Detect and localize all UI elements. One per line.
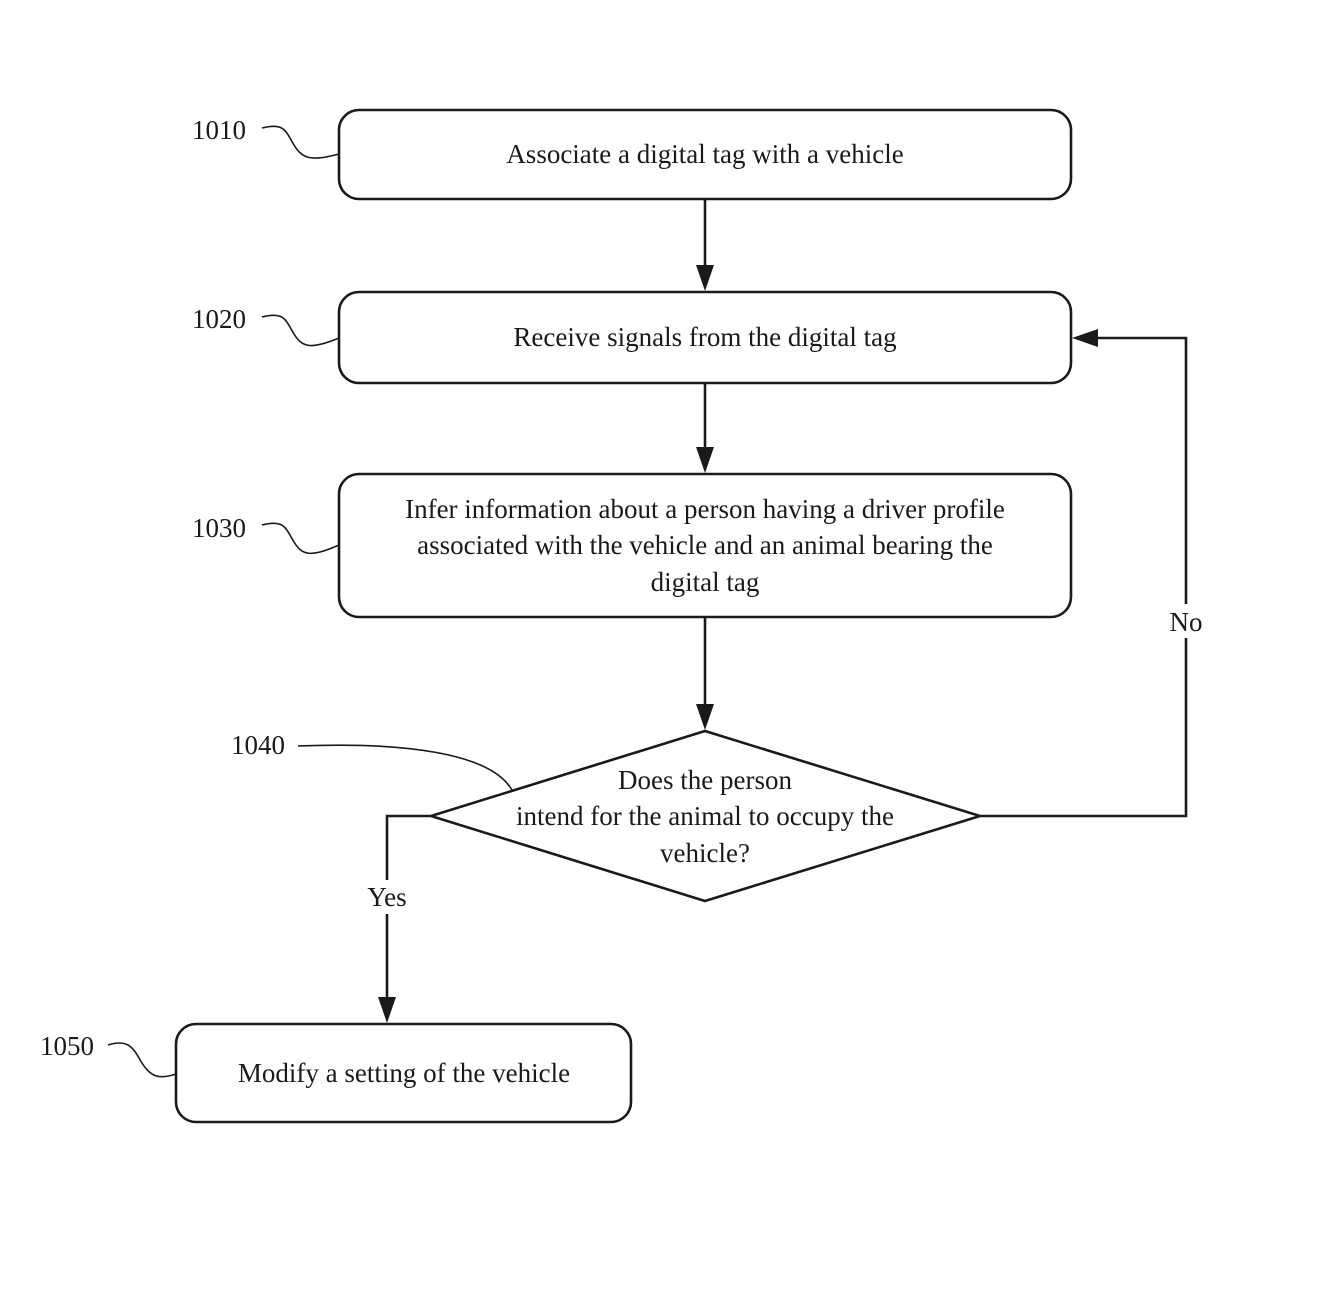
connector-line: [980, 336, 1188, 818]
step-1010: Associate a digital tag with a vehicle: [337, 108, 1073, 201]
decision-1040-diamond: [426, 729, 985, 903]
ref-label-1010: 1010: [192, 115, 246, 145]
leader-line-1030: [261, 522, 340, 555]
decision-1040-text-line-3: vehicle?: [660, 838, 750, 868]
connector-yes-to-1050: Yes: [360, 814, 431, 1023]
step-1030: Infer information about a person having …: [337, 472, 1073, 619]
connector-1010-to-1020: [696, 199, 714, 291]
connector-1030-to-1040: [696, 617, 714, 730]
leader-line-1010: [261, 125, 340, 159]
arrowhead-icon: [696, 447, 714, 473]
decision-1040-text-line-1: Does the person: [618, 765, 792, 795]
leader-line-1020: [261, 314, 340, 347]
yes-label-background: [360, 880, 414, 914]
step-1030-text-line-1: Infer information about a person having …: [405, 494, 1005, 524]
no-label: No: [1170, 607, 1203, 637]
ref-1010: 1010: [192, 115, 340, 159]
step-1030-text-line-3: digital tag: [651, 567, 760, 597]
arrowhead-icon: [1072, 329, 1098, 347]
no-label-background: [1164, 604, 1208, 638]
leader-line-1040: [297, 744, 513, 791]
yes-label: Yes: [367, 882, 406, 912]
connector-no-to-1020: No: [980, 329, 1208, 818]
ref-1050: 1050: [40, 1031, 177, 1078]
step-1050-text: Modify a setting of the vehicle: [238, 1058, 570, 1088]
leader-line-1050: [107, 1042, 177, 1078]
arrowhead-icon: [696, 265, 714, 291]
connector-1020-to-1030: [696, 383, 714, 473]
ref-label-1020: 1020: [192, 304, 246, 334]
ref-label-1040: 1040: [231, 730, 285, 760]
decision-1040-text-line-2: intend for the animal to occupy the: [516, 801, 894, 831]
step-1020: Receive signals from the digital tag: [337, 290, 1073, 385]
ref-1040: 1040: [231, 730, 513, 791]
arrowhead-icon: [378, 997, 396, 1023]
ref-1030: 1030: [192, 513, 340, 555]
step-1050-box: [174, 1022, 633, 1124]
decision-1040: Does the person intend for the animal to…: [426, 729, 985, 903]
arrowhead-icon: [696, 704, 714, 730]
ref-label-1050: 1050: [40, 1031, 94, 1061]
connector-line: [385, 814, 431, 997]
step-1050: Modify a setting of the vehicle: [174, 1022, 633, 1124]
ref-label-1030: 1030: [192, 513, 246, 543]
step-1030-text-line-2: associated with the vehicle and an anima…: [417, 530, 993, 560]
step-1020-text: Receive signals from the digital tag: [513, 322, 896, 352]
ref-1020: 1020: [192, 304, 340, 347]
step-1010-text: Associate a digital tag with a vehicle: [506, 139, 903, 169]
